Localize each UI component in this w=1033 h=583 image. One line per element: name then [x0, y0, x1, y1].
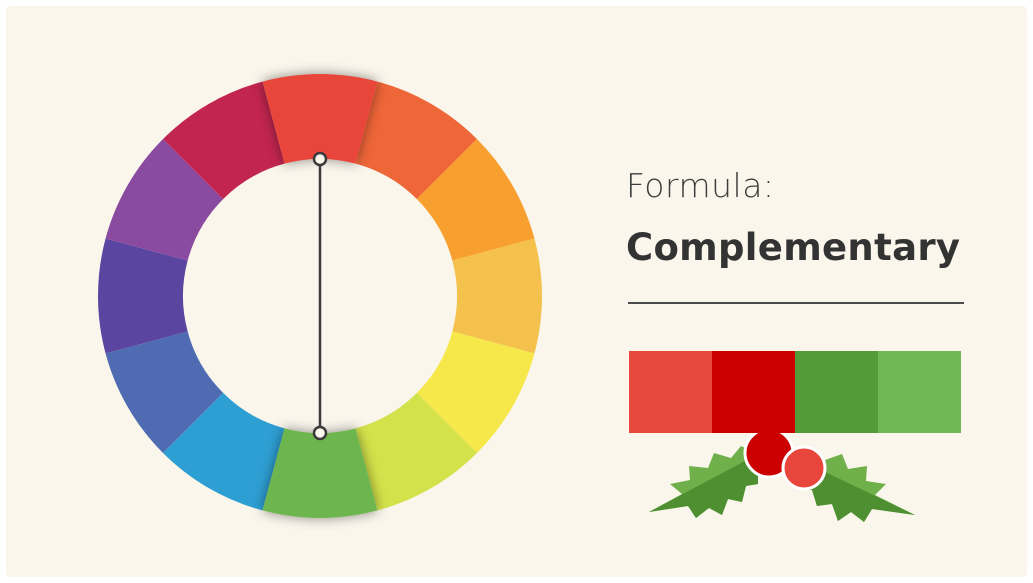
wheel-segment-red	[262, 74, 378, 164]
wheel-segment-yellow-green	[355, 392, 477, 511]
wheel-segment-orange	[416, 139, 535, 261]
wheel-segment-blue	[163, 392, 285, 511]
color-wheel	[98, 74, 542, 518]
swatch-light-green	[878, 351, 961, 433]
color-palette	[629, 351, 961, 433]
formula-label: Formula:	[626, 166, 775, 205]
formula-name: Complementary	[626, 226, 961, 269]
wheel-segment-yellow-orange	[452, 238, 542, 354]
slide-canvas: Formula: Complementary	[6, 6, 1027, 577]
complementary-connector	[312, 151, 328, 441]
swatch-dark-green	[795, 351, 878, 433]
wheel-segment-green	[262, 428, 378, 518]
wheel-segment-red-orange	[355, 81, 477, 200]
holly-berry-small	[781, 445, 827, 491]
connector-dot-bottom	[312, 425, 328, 441]
wheel-segment-magenta	[163, 81, 285, 200]
connector-dot-top	[312, 151, 328, 167]
divider-line	[628, 302, 964, 304]
swatch-dark-red	[712, 351, 795, 433]
swatch-light-red	[629, 351, 712, 433]
holly-illustration	[649, 427, 915, 522]
wheel-segment-yellow	[416, 331, 535, 453]
wheel-segment-violet	[98, 238, 188, 354]
wheel-segment-blue-violet	[105, 331, 224, 453]
wheel-segment-red-violet	[105, 139, 224, 261]
holly-leaf-right-shade	[796, 458, 915, 522]
graphics-layer	[98, 74, 915, 522]
holly-leaf-left-shade	[649, 454, 758, 518]
